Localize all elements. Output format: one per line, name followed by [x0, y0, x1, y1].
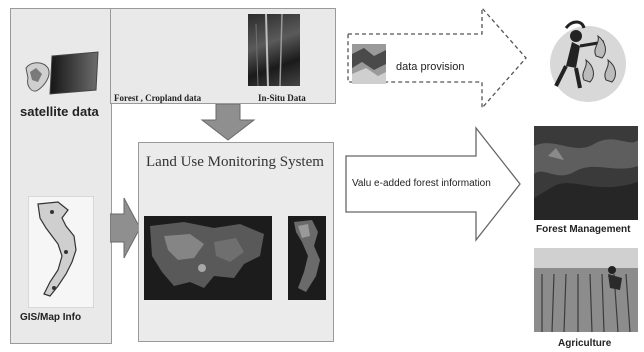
down-arrow: [200, 104, 256, 141]
data-provision-thumbnail: [352, 44, 386, 84]
gis-map-info-label: GIS/Map Info: [20, 312, 82, 323]
right-arrow-into-system: [110, 197, 141, 259]
agriculture-label: Agriculture: [558, 338, 612, 349]
insitu-photo: [248, 14, 300, 86]
agriculture-photo: [534, 248, 638, 332]
forest-management-label: Forest Management: [536, 224, 631, 235]
asia-satellite-map: [144, 216, 272, 300]
firefighter-illustration: [550, 20, 626, 102]
value-added-label: Valu e-added forest information: [352, 178, 491, 189]
vietnam-satellite-map: [288, 216, 326, 300]
satellite-data-label: satellite data: [20, 104, 99, 119]
gis-map-image: [28, 196, 94, 308]
forest-management-photo: [534, 126, 638, 220]
satellite-image: [25, 51, 99, 95]
forest-cropland-data-label: Forest , Cropland data: [114, 93, 202, 103]
data-provision-label: data provision: [396, 61, 465, 73]
insitu-data-label: In-Situ Data: [258, 93, 306, 103]
top-source-panel: [110, 8, 336, 104]
value-added-arrow: [345, 126, 521, 242]
system-title: Land Use Monitoring System: [146, 154, 324, 170]
